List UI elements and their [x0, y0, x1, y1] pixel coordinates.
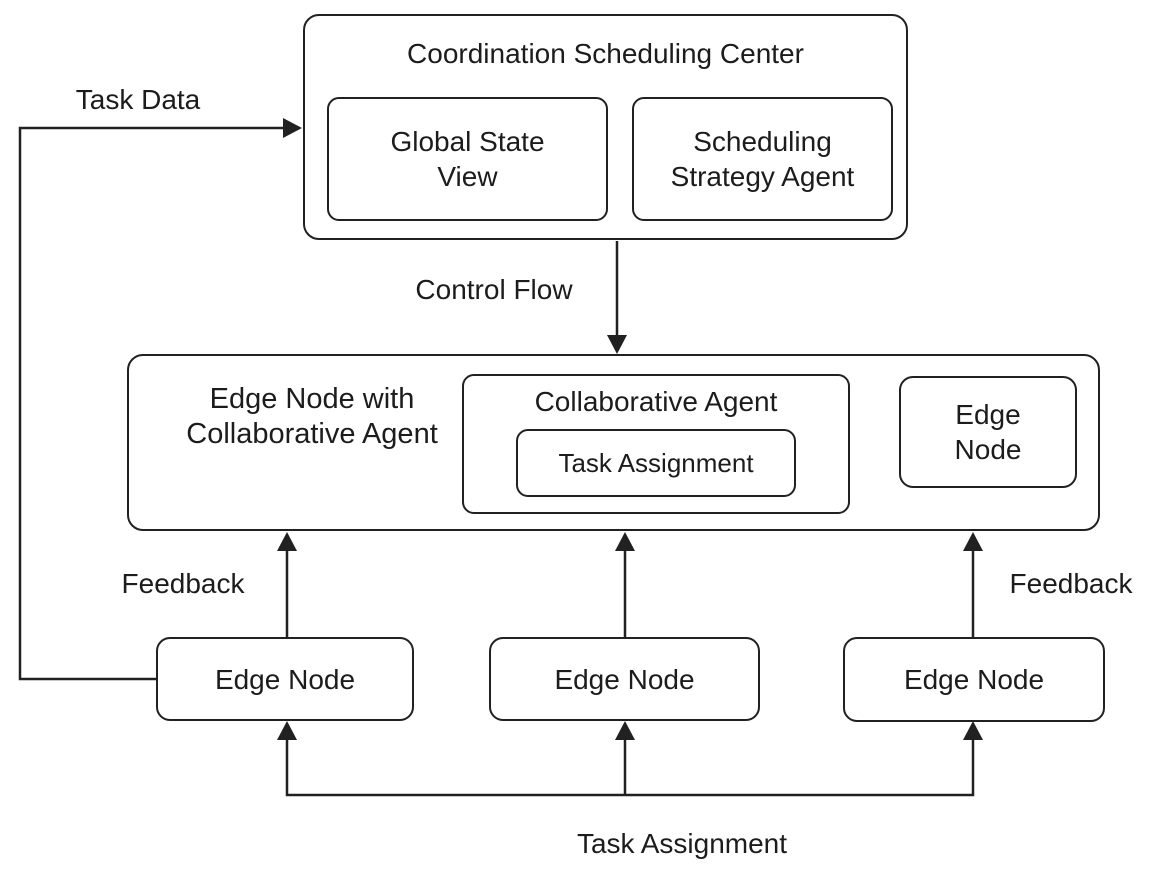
collaborative-agent-node[interactable]: Collaborative Agent Task Assignment [462, 374, 850, 514]
edge-node-bottom-right-label: Edge Node [903, 664, 1045, 695]
scheduling-strategy-agent-label: Scheduling Strategy Agent [670, 126, 855, 192]
feedback-left-label: Feedback [121, 568, 245, 599]
task-data-arrowhead [283, 118, 302, 138]
feedback-right-arrowhead [963, 532, 983, 551]
task-assignment-node-label: Task Assignment [558, 447, 754, 478]
task-data-flow-line [18, 126, 286, 681]
task-assignment-middle-arrowhead [615, 721, 635, 740]
task-assignment-flow-label: Task Assignment [576, 828, 788, 859]
coordination-scheduling-center-node[interactable]: Coordination Scheduling Center Global St… [303, 14, 908, 240]
task-assignment-node[interactable]: Task Assignment [516, 429, 796, 497]
global-state-view-node[interactable]: Global State View [327, 97, 608, 221]
collaborative-agent-title: Collaborative Agent [534, 386, 778, 417]
edge-node-bottom-middle-label: Edge Node [554, 663, 695, 695]
control-flow-arrowhead [607, 335, 627, 354]
edge-node-bottom-left-label: Edge Node [214, 663, 356, 695]
edge-node-bottom-right[interactable]: Edge Node [843, 637, 1105, 722]
edge-layer-edge-node[interactable]: Edge Node [899, 376, 1077, 488]
feedback-middle-arrowhead [615, 532, 635, 551]
feedback-left-arrowhead [277, 532, 297, 551]
edge-node-bottom-left[interactable]: Edge Node [156, 637, 414, 721]
scheduling-strategy-agent-node[interactable]: Scheduling Strategy Agent [632, 97, 893, 221]
feedback-right-label: Feedback [1009, 568, 1133, 599]
edge-node-with-collaborative-agent-container[interactable]: Edge Node with Collaborative Agent Colla… [127, 354, 1100, 531]
edge-layer-edge-node-label: Edge Node [954, 399, 1022, 465]
coordination-scheduling-center-title: Coordination Scheduling Center [407, 38, 804, 69]
task-assignment-left-arrowhead [277, 721, 297, 740]
global-state-view-label: Global State View [390, 126, 545, 192]
task-assignment-bus-line [285, 738, 975, 797]
edge-node-with-collaborative-agent-label: Edge Node with Collaborative Agent [186, 383, 438, 451]
edge-node-bottom-middle[interactable]: Edge Node [489, 637, 760, 721]
task-data-label: Task Data [75, 84, 201, 115]
task-assignment-right-arrowhead [963, 721, 983, 740]
control-flow-label: Control Flow [415, 274, 573, 305]
